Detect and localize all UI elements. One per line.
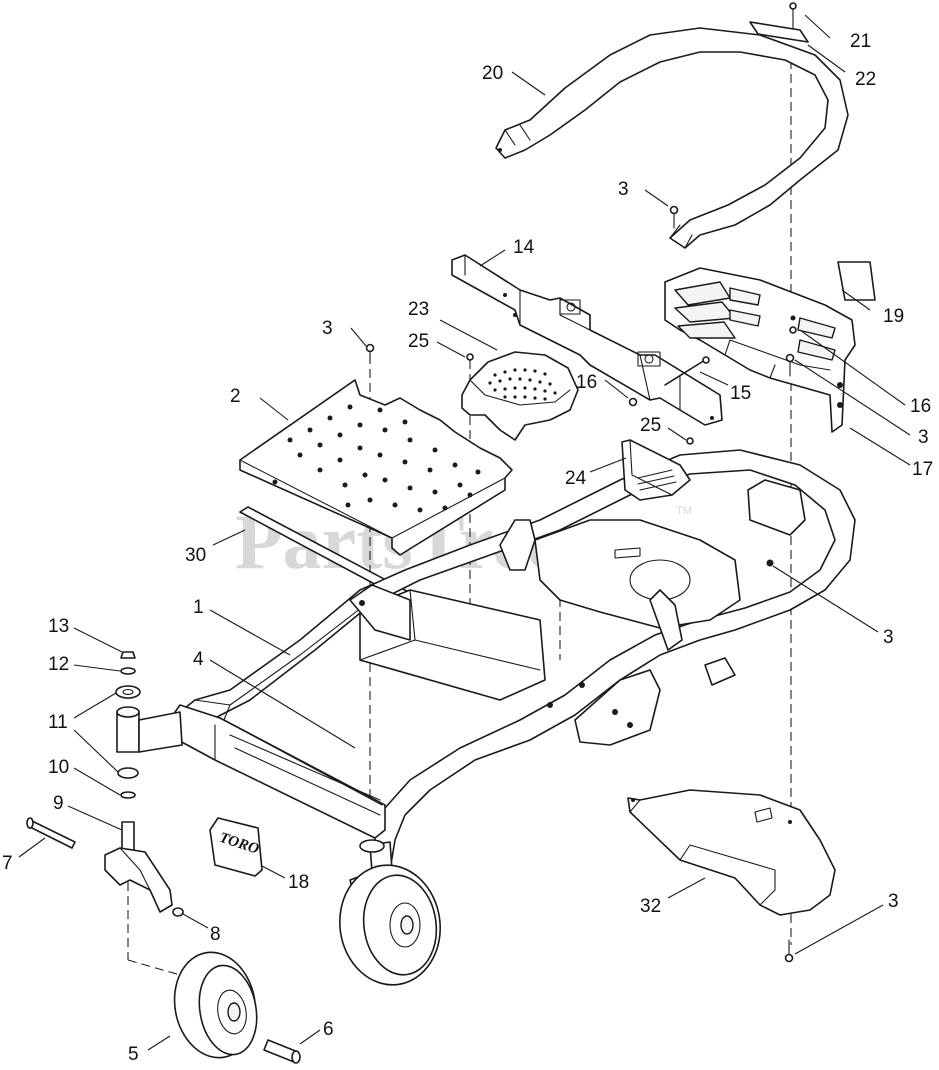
callout-9[interactable]: 9 (53, 793, 64, 814)
callout-5[interactable]: 5 (128, 1044, 139, 1065)
part-3-bolt-lower[interactable] (784, 939, 794, 963)
callout-14[interactable]: 14 (513, 237, 535, 258)
callout-16-rear[interactable]: 16 (910, 396, 931, 417)
part-3-bolt-upper[interactable] (669, 205, 679, 229)
frame-caster-wheel[interactable] (332, 859, 448, 992)
part-17-rear-panel[interactable] (664, 267, 856, 433)
callout-16-crossbar[interactable]: 16 (576, 372, 597, 393)
callout-11[interactable]: 11 (48, 712, 68, 733)
part-3-bolt-floor[interactable] (365, 343, 375, 363)
part-6-spacer[interactable] (263, 1039, 301, 1064)
callout-1[interactable]: 1 (193, 597, 204, 618)
part-16-nut[interactable] (628, 397, 638, 407)
callout-4[interactable]: 4 (193, 649, 204, 670)
part-23-cover[interactable] (461, 351, 579, 441)
callout-21[interactable]: 21 (850, 31, 871, 52)
part-13-nut[interactable] (120, 651, 136, 659)
callout-3-lower[interactable]: 3 (888, 891, 899, 912)
callout-8[interactable]: 8 (210, 924, 221, 945)
part-22-bracket[interactable] (749, 21, 809, 43)
part-24-bracket[interactable] (621, 439, 691, 501)
part-3-bolt-rear[interactable] (785, 353, 795, 377)
callout-30[interactable]: 30 (185, 545, 206, 566)
callout-25-lower[interactable]: 25 (640, 415, 661, 436)
callout-22[interactable]: 22 (855, 69, 876, 90)
part-16-nut-rear[interactable] (789, 326, 797, 334)
callout-18[interactable]: 18 (288, 872, 309, 893)
callout-25-upper[interactable]: 25 (408, 331, 429, 352)
part-25-screw-upper[interactable] (466, 353, 474, 361)
callout-3-frame[interactable]: 3 (883, 627, 894, 648)
callout-7[interactable]: 7 (2, 853, 13, 874)
part-32-shield[interactable] (627, 789, 836, 916)
part-7-axle-bolt[interactable] (26, 817, 76, 849)
callout-19[interactable]: 19 (883, 306, 904, 327)
part-4-plate[interactable] (229, 734, 381, 816)
part-11-bearing-upper[interactable] (115, 685, 141, 699)
part-5-wheel[interactable] (166, 946, 263, 1064)
callout-17[interactable]: 17 (912, 459, 933, 480)
callout-6[interactable]: 6 (323, 1019, 334, 1040)
callout-3-rear[interactable]: 3 (918, 427, 929, 448)
callout-23[interactable]: 23 (408, 299, 429, 320)
watermark-trademark: TM (676, 505, 692, 517)
part-19-decal[interactable] (837, 261, 876, 301)
part-15-bolt[interactable] (664, 356, 710, 386)
caster-sleeve[interactable] (116, 706, 183, 753)
part-8-nut[interactable] (172, 907, 184, 917)
part-20-roll-bar[interactable] (495, 27, 849, 249)
callout-15[interactable]: 15 (730, 383, 751, 404)
part-25-screw-lower[interactable] (686, 437, 694, 445)
callout-10[interactable]: 10 (48, 757, 69, 778)
callout-3-floor[interactable]: 3 (322, 318, 333, 339)
callout-12[interactable]: 12 (48, 654, 69, 675)
callout-24[interactable]: 24 (565, 468, 587, 489)
part-10-washer[interactable] (120, 791, 136, 799)
callout-3-roll-bar[interactable]: 3 (618, 179, 629, 200)
callout-20[interactable]: 20 (482, 63, 503, 84)
callout-32[interactable]: 32 (640, 896, 661, 917)
part-11-bearing-lower[interactable] (117, 767, 139, 779)
callout-labels: 21 22 20 3 14 19 23 25 3 2 16 15 16 3 17… (2, 31, 933, 1065)
callout-2[interactable]: 2 (230, 386, 241, 407)
part-18-decal[interactable]: TORO (209, 817, 263, 877)
part-9-caster-fork[interactable] (104, 821, 173, 913)
leader-lines (18, 14, 911, 1051)
callout-13[interactable]: 13 (48, 616, 69, 637)
part-14-crossbar[interactable] (451, 254, 723, 426)
part-12-washer[interactable] (120, 667, 136, 675)
part-2-floor-plate[interactable] (239, 379, 513, 556)
